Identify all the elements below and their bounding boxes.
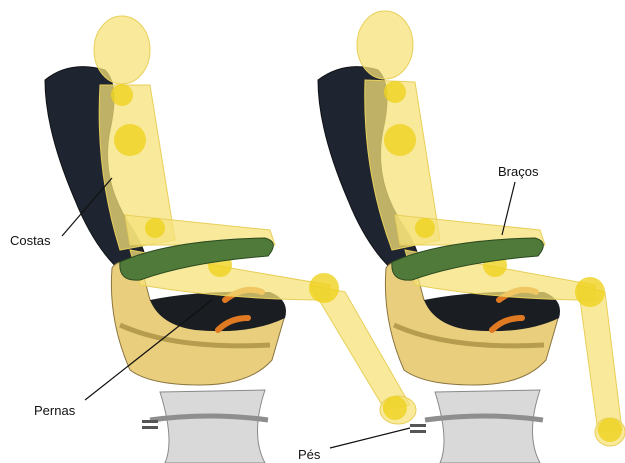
seat-pedestal bbox=[142, 390, 268, 463]
label-arms: Braços bbox=[498, 164, 539, 179]
leader-line-feet bbox=[330, 428, 410, 448]
right-seat-figure bbox=[318, 11, 625, 463]
seat-pedestal bbox=[410, 390, 543, 463]
label-back: Costas bbox=[10, 233, 51, 248]
label-legs: Pernas bbox=[34, 403, 76, 418]
label-feet: Pés bbox=[298, 447, 321, 462]
